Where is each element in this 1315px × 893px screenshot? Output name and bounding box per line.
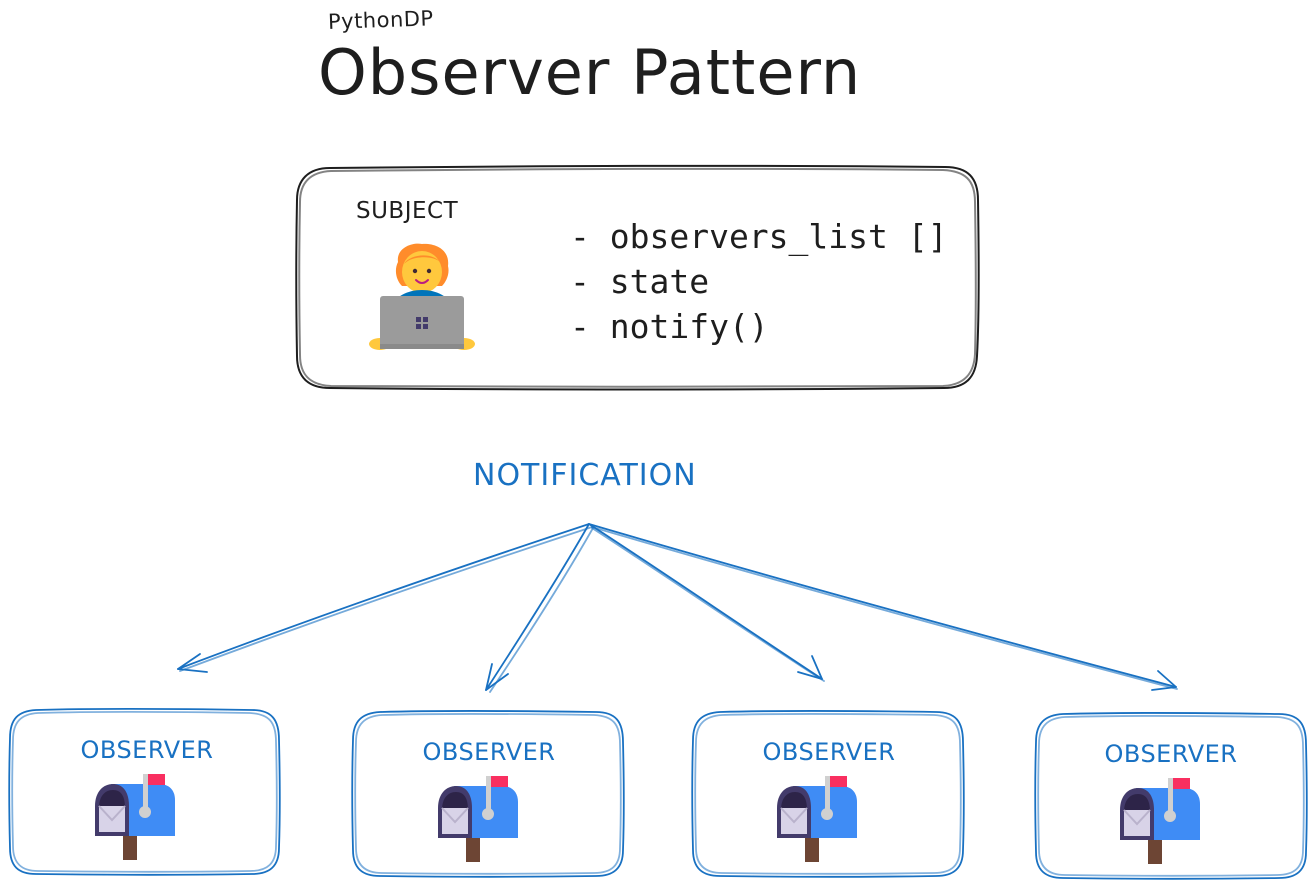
observer-label: OBSERVER bbox=[762, 738, 896, 766]
mailbox-icon bbox=[438, 776, 518, 862]
subject-properties-list: - observers_list [] - state - notify() bbox=[570, 214, 948, 349]
subject-label: SUBJECT bbox=[356, 198, 459, 224]
notification-arrow bbox=[588, 523, 825, 682]
person-with-laptop-icon bbox=[369, 243, 475, 350]
page-title: Observer Pattern bbox=[318, 36, 862, 109]
mailbox-icon bbox=[1120, 778, 1200, 864]
observer-label: OBSERVER bbox=[80, 736, 214, 764]
subject-property: - notify() bbox=[570, 307, 769, 346]
mailbox-icon bbox=[777, 776, 857, 862]
observer-label: OBSERVER bbox=[1104, 740, 1238, 768]
observer-label: OBSERVER bbox=[422, 738, 556, 766]
subject-property: - observers_list [] bbox=[570, 217, 948, 256]
mailbox-icon bbox=[95, 774, 175, 860]
notification-label: NOTIFICATION bbox=[473, 458, 697, 493]
notification-arrow bbox=[588, 523, 1178, 691]
notification-arrow bbox=[177, 523, 593, 673]
notification-arrow bbox=[485, 523, 594, 693]
subject-property: - state bbox=[570, 262, 710, 301]
brand-label: PythonDP bbox=[327, 6, 434, 34]
